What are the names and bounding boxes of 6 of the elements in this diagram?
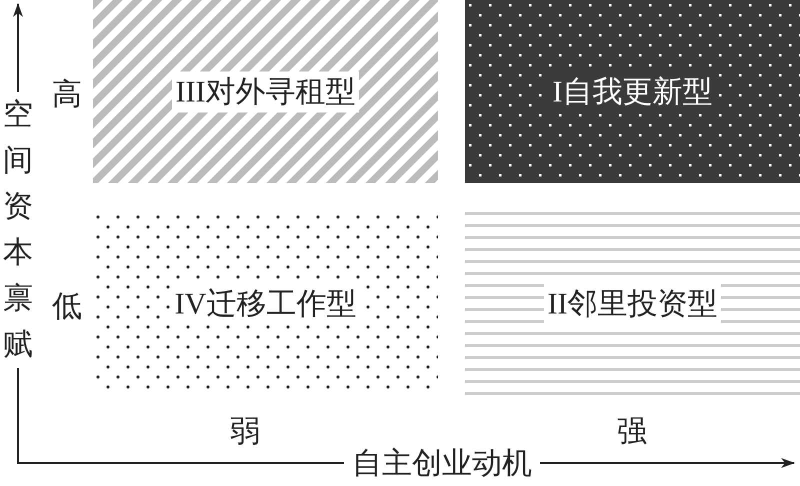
quadrant-panel (93, 0, 438, 183)
quadrant-panel (465, 212, 800, 395)
quadrant-label: II邻里投资型 (544, 283, 722, 324)
quadrant-label: III对外寻租型 (172, 71, 360, 112)
quadrant-panel (465, 0, 800, 183)
axis-title: 空间资本禀赋 (3, 92, 33, 368)
